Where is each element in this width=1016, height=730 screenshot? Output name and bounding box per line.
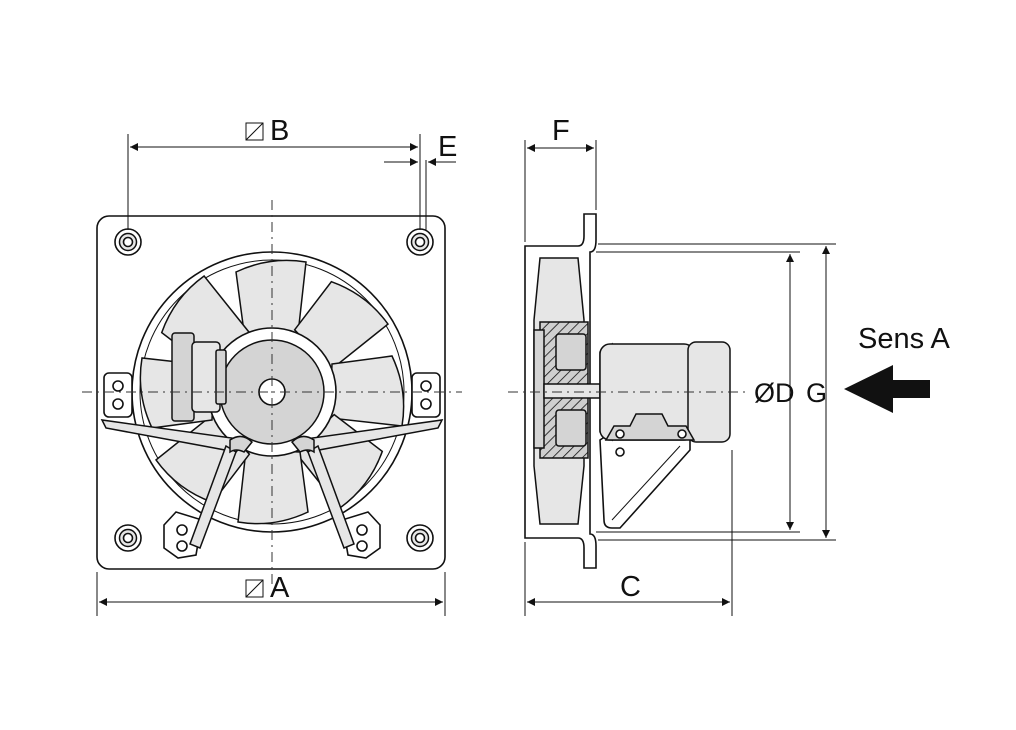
- front-view: [82, 200, 462, 585]
- hub-insert-bottom: [555, 409, 587, 447]
- side-lug-right: [411, 372, 441, 418]
- side-lug-left: [103, 372, 133, 418]
- hole-bottom-left: [114, 524, 142, 552]
- dim-label-g: G: [806, 378, 827, 408]
- dimensions: B E A F C ØD G: [96, 115, 836, 616]
- lower-lug-left: [163, 511, 203, 559]
- side-view: [508, 213, 750, 569]
- terminal-box: [171, 332, 227, 422]
- airflow-direction: Sens A: [844, 323, 951, 413]
- lower-lug-right: [341, 511, 381, 559]
- hub-plate: [533, 329, 545, 449]
- shaft: [543, 383, 601, 399]
- airflow-arrow-icon: [844, 365, 930, 413]
- dim-label-d: ØD: [754, 378, 795, 408]
- hole-top-left: [114, 228, 142, 256]
- support-struts: [100, 419, 444, 549]
- motor-foot: [604, 413, 696, 441]
- hole-top-right: [406, 228, 434, 256]
- square-symbol-a: [245, 579, 264, 598]
- dim-label-a: A: [270, 572, 290, 604]
- square-symbol-b: [245, 122, 264, 141]
- direction-label: Sens A: [858, 323, 951, 355]
- dim-label-b: B: [270, 115, 289, 147]
- dim-label-e: E: [438, 131, 457, 163]
- dim-label-f: F: [552, 115, 570, 147]
- hub-insert-top: [555, 333, 587, 371]
- corner-holes: [114, 228, 434, 552]
- dim-label-c: C: [620, 571, 641, 603]
- hole-bottom-right: [406, 524, 434, 552]
